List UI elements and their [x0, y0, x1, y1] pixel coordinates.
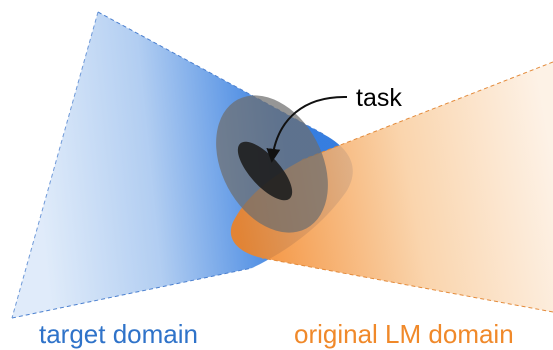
original-domain-lower-edge	[261, 257, 553, 313]
original-domain-upper-edge	[301, 61, 553, 161]
target-domain-label: target domain	[39, 319, 198, 349]
target-domain-back-edge	[11, 11, 99, 319]
task-arrow	[266, 95, 348, 163]
original-domain-label: original LM domain	[294, 319, 514, 349]
task-label: task	[356, 84, 402, 112]
target-domain-upper-edge	[97, 11, 326, 136]
target-domain-lower-edge	[11, 267, 253, 319]
original-domain-cone	[230, 62, 553, 312]
task-region-inner	[237, 141, 293, 201]
